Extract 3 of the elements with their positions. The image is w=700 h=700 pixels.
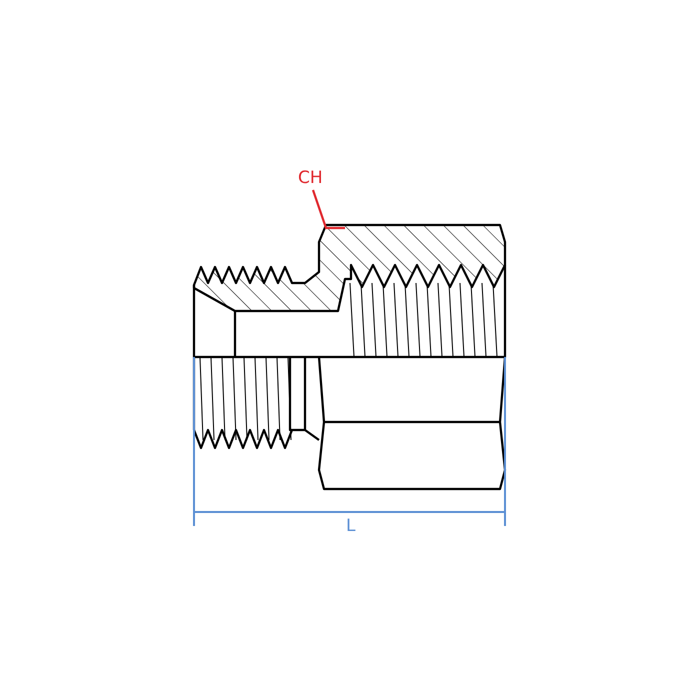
callout-label: CH: [298, 168, 323, 188]
pipe-fitting-drawing: [192, 224, 506, 490]
leader-line: [312, 190, 345, 230]
